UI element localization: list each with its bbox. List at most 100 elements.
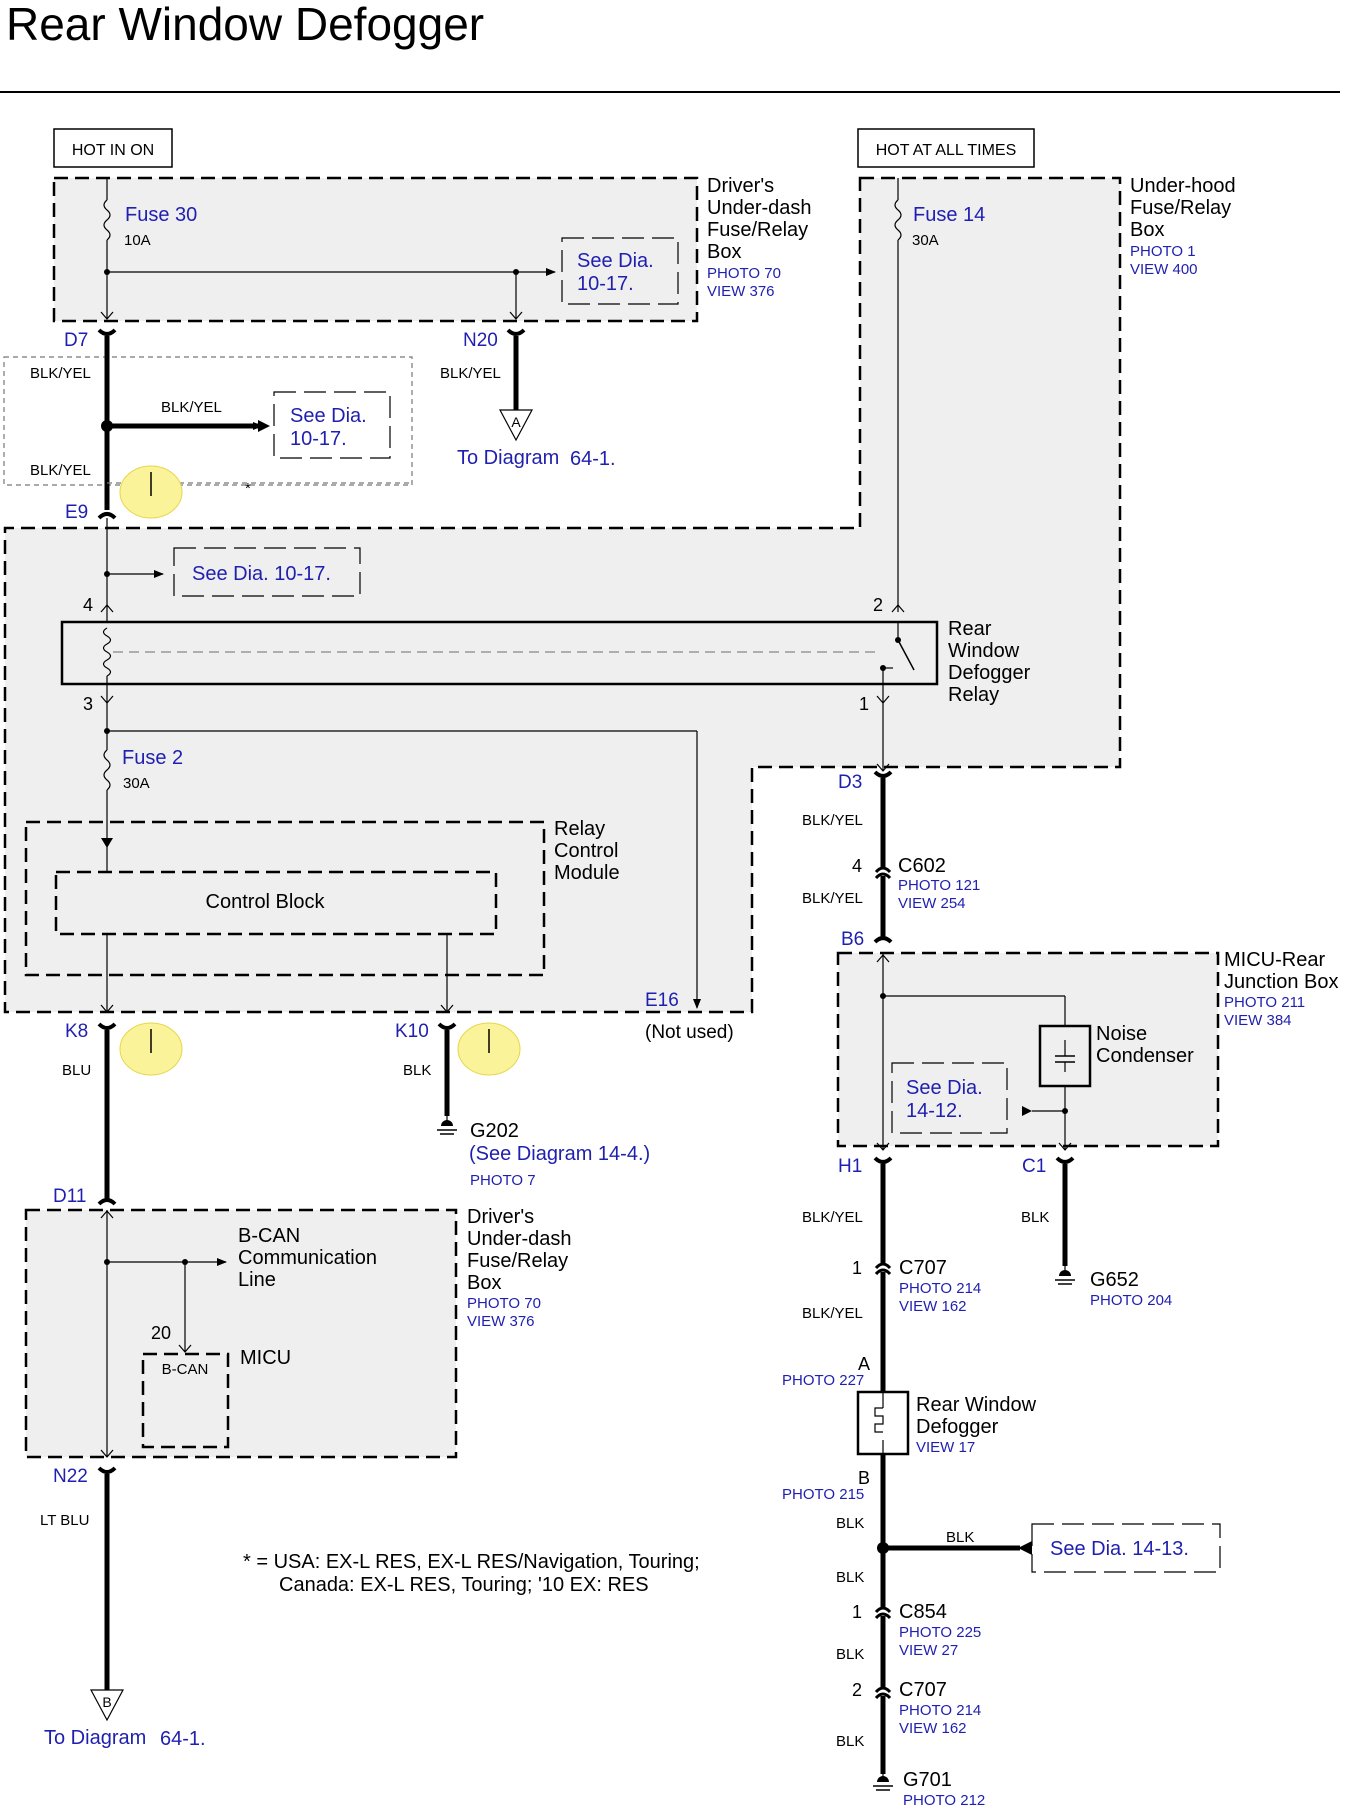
driver-box-bottom-l1: Driver's — [467, 1206, 534, 1228]
wire-color-label: BLK — [1021, 1209, 1049, 1226]
term-n20: N20 — [463, 330, 498, 351]
splice-dot — [104, 571, 110, 577]
term-n22: N22 — [53, 1466, 88, 1487]
c602-connector — [874, 872, 892, 880]
pin-arrow — [100, 1449, 114, 1458]
c602-view: VIEW 254 — [898, 895, 966, 912]
wire-color-label: BLK/YEL — [802, 890, 863, 907]
micu-rear-l1: MICU-Rear — [1224, 949, 1325, 971]
pin-arrow — [876, 763, 890, 772]
term-a: A — [858, 1354, 870, 1374]
d3-connector — [873, 770, 893, 778]
micu-label: MICU — [240, 1347, 291, 1369]
pin-arrow — [1058, 1142, 1072, 1151]
g652-photo: PHOTO 204 — [1090, 1292, 1172, 1309]
hot-in-on-box — [53, 128, 173, 168]
wire-color-label: BLK — [836, 1569, 864, 1586]
bcan-line-l3: Line — [238, 1269, 276, 1291]
micu-rear-photo: PHOTO 211 — [1224, 994, 1305, 1011]
offpage-connector-b — [90, 1689, 124, 1722]
pin-arrow — [100, 311, 114, 320]
g202-photo: PHOTO 7 — [470, 1172, 536, 1189]
underhood-l1: Under-hood — [1130, 175, 1236, 197]
wire-color-label: LT BLU — [40, 1512, 89, 1529]
c707a-view: VIEW 162 — [899, 1298, 967, 1315]
ground-g652-symbol — [1055, 1266, 1075, 1285]
driver-box-top-photo: PHOTO 70 — [707, 265, 781, 282]
c1-connector — [1055, 1156, 1075, 1164]
k10-connector — [437, 1022, 457, 1030]
see-dia-box-14-13 — [1031, 1523, 1221, 1573]
fuse2-rating: 30A — [123, 775, 150, 792]
rcm-l3: Module — [554, 862, 620, 884]
g202-see: (See Diagram 14-4.) — [469, 1143, 650, 1165]
splice-dot — [101, 420, 113, 432]
not-used-label: (Not used) — [645, 1022, 734, 1043]
relay-switch-blade — [897, 639, 915, 671]
c854-name: C854 — [899, 1601, 947, 1623]
splice-dot — [513, 269, 519, 275]
pin-arrow — [100, 604, 114, 613]
hot-at-all-times-label: HOT AT ALL TIMES — [876, 142, 1017, 159]
wire-color-label: BLK — [403, 1062, 431, 1079]
defogger-l2: Defogger — [916, 1416, 999, 1438]
pin-label: 3 — [83, 694, 93, 714]
see-dia-c-label: See Dia. 10-17. — [192, 563, 331, 585]
pin-arrow — [440, 1004, 454, 1013]
wire-color-label: BLK — [836, 1515, 864, 1532]
driver-box-top-l3: Fuse/Relay — [707, 219, 808, 241]
wire-color-label: BLK/YEL — [802, 1209, 863, 1226]
fuse2-label: Fuse 2 — [122, 747, 183, 769]
see-dia-box-b — [273, 391, 391, 459]
wire-color-label: BLK — [836, 1733, 864, 1750]
pin-arrow — [178, 1344, 192, 1353]
branch-arrowhead — [258, 420, 270, 432]
driver-underdash-box-bottom — [24, 1208, 458, 1459]
c707b-photo: PHOTO 214 — [899, 1702, 981, 1719]
term-c1: C1 — [1022, 1156, 1046, 1177]
relay-coil-symbol — [102, 627, 112, 677]
underhood-photo: PHOTO 1 — [1130, 243, 1196, 260]
splice-dot — [880, 993, 886, 999]
c602-photo: PHOTO 121 — [898, 877, 980, 894]
see-dia-a-l2: 10-17. — [577, 273, 634, 295]
diode-arrow — [101, 838, 113, 848]
ground-g701-symbol — [873, 1774, 893, 1791]
c707-connector — [874, 1268, 892, 1276]
fuse30-symbol — [103, 199, 111, 241]
n22-connector — [97, 1466, 117, 1474]
fuse30-label: Fuse 30 — [125, 204, 197, 226]
fuse2-symbol — [103, 749, 111, 791]
splice-dot — [104, 1259, 110, 1265]
n20-connector — [506, 328, 526, 336]
c854-view: VIEW 27 — [899, 1642, 958, 1659]
offpage-b-to: To Diagram — [44, 1727, 146, 1749]
relay-l3: Defogger — [948, 662, 1031, 684]
see-dia-b-l2: 10-17. — [290, 428, 347, 450]
g701-name: G701 — [903, 1769, 952, 1791]
see-dia-14-12-l2: 14-12. — [906, 1100, 963, 1122]
term-e9: E9 — [65, 502, 88, 523]
driver-box-bottom-view: VIEW 376 — [467, 1313, 535, 1330]
micu-rear-l2: Junction Box — [1224, 971, 1339, 993]
bcan-line-l1: B-CAN — [238, 1225, 300, 1247]
pin-label: 4 — [83, 595, 93, 615]
term-k8: K8 — [65, 1021, 88, 1042]
driver-box-top-l2: Under-dash — [707, 197, 812, 219]
option-dashed-box — [3, 356, 413, 486]
c602-name: C602 — [898, 855, 946, 877]
driver-box-bottom-l2: Under-dash — [467, 1228, 572, 1250]
term-d11: D11 — [53, 1186, 86, 1207]
rcm-l2: Control — [554, 840, 618, 862]
g701-photo: PHOTO 212 — [903, 1792, 985, 1809]
offpage-a-to: To Diagram — [457, 447, 559, 469]
splice-dot — [104, 269, 110, 275]
c707b-connector — [874, 1686, 892, 1694]
see-dia-b-l1: See Dia. — [290, 405, 367, 427]
d7-connector — [97, 328, 117, 336]
pin-label: 1 — [852, 1602, 862, 1622]
wire-color-label: BLK/YEL — [802, 812, 863, 829]
bcan-pin-label: B-CAN — [162, 1361, 209, 1378]
driver-box-top-l1: Driver's — [707, 175, 774, 197]
